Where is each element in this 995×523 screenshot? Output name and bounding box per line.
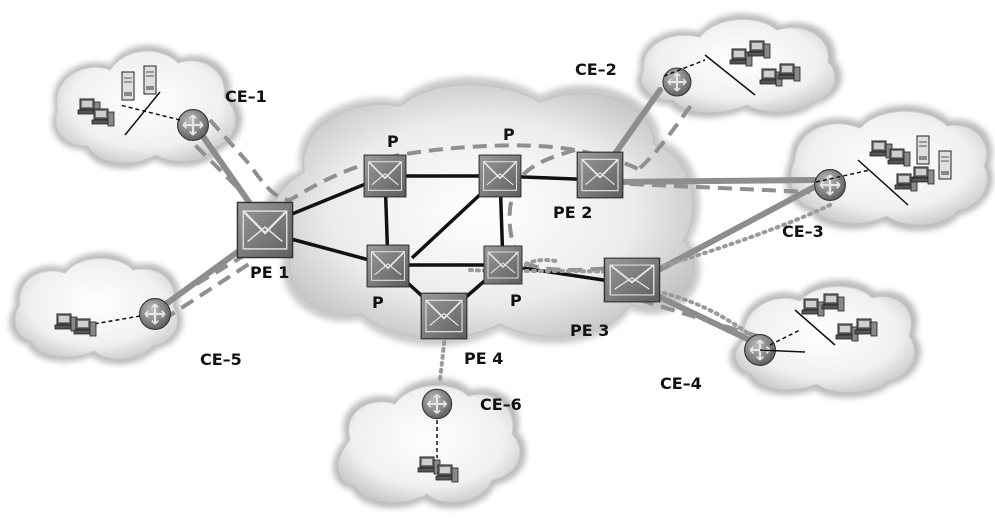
- p1-label: P: [387, 132, 399, 151]
- p-router-2[interactable]: [478, 154, 522, 198]
- p-router-3[interactable]: [366, 244, 410, 288]
- ce1-router[interactable]: [176, 108, 210, 142]
- p-router-4[interactable]: [483, 245, 523, 285]
- pe4-label: PE 4: [464, 349, 503, 368]
- lan-bus-lines: [124, 54, 909, 353]
- p-router-1[interactable]: [363, 154, 407, 198]
- ce2-router[interactable]: [662, 67, 692, 97]
- ce2-customer-cloud: [636, 13, 843, 118]
- pe4-router[interactable]: [420, 292, 468, 340]
- ce2-label: CE–2: [575, 60, 617, 79]
- pe2-label: PE 2: [553, 203, 592, 222]
- pe1-label: PE 1: [250, 263, 289, 282]
- ce3-label: CE–3: [782, 222, 824, 241]
- provider-core-cloud: [263, 76, 701, 347]
- pe1-router[interactable]: [236, 201, 294, 259]
- p2-label: P: [503, 125, 515, 144]
- vpn-dotted-paths: [438, 203, 832, 382]
- ce6-customer-cloud: [333, 378, 527, 509]
- ce3-router[interactable]: [813, 168, 847, 202]
- p4-label: P: [510, 291, 522, 310]
- pe2-router[interactable]: [576, 151, 624, 199]
- ce1-label: CE–1: [225, 87, 267, 106]
- ce5-customer-cloud: [9, 252, 183, 365]
- ce6-router[interactable]: [421, 388, 453, 420]
- lan-links: [87, 59, 871, 458]
- ce4-customer-cloud: [729, 279, 921, 398]
- pe3-router[interactable]: [603, 257, 661, 303]
- pe3-label: PE 3: [570, 321, 609, 340]
- ce5-router[interactable]: [138, 297, 172, 331]
- ce4-label: CE–4: [660, 374, 702, 393]
- ce5-label: CE–5: [200, 350, 242, 369]
- ce6-label: CE–6: [480, 395, 522, 414]
- p3-label: P: [372, 293, 384, 312]
